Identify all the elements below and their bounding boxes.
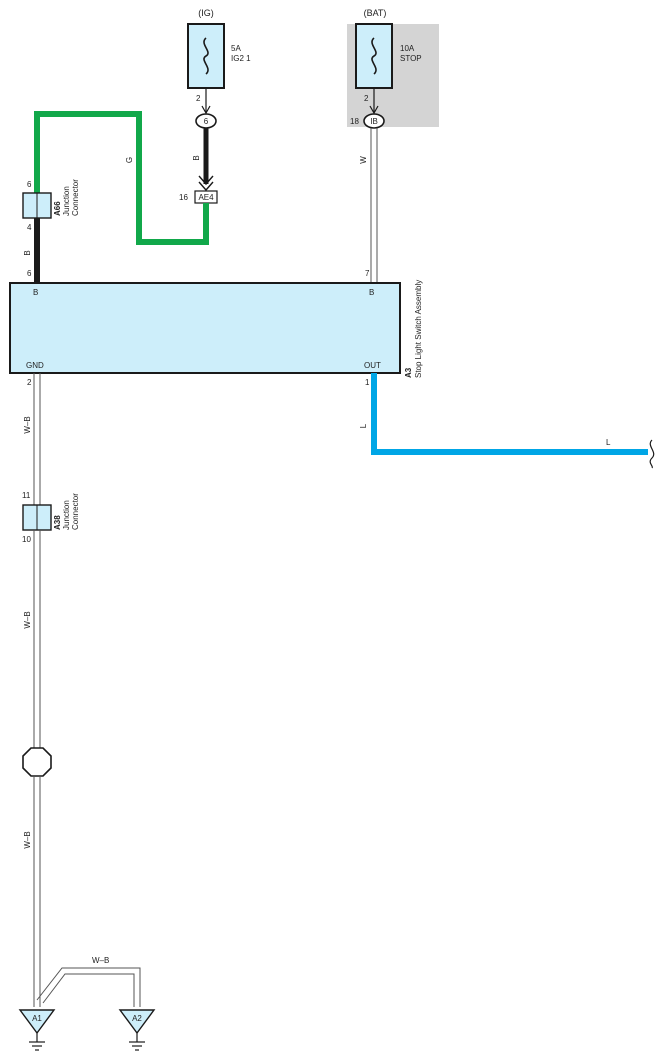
ground-a2-label: A2 [132,1014,142,1023]
a66-code: A66 [53,201,62,216]
a38-label-1: Junction [62,500,71,530]
ground-a2 [118,1009,156,1051]
fuse-ig2-1 [187,23,225,89]
fuse-ig-source: (IG) [198,8,214,18]
wire-wb-3-label: W–B [23,831,32,848]
connector-6-label: 6 [204,117,209,126]
a38-code: A38 [53,515,62,530]
connector-ae4-pin: 16 [179,193,188,202]
fuse-bat-source: (BAT) [364,8,387,18]
fuse-stop-rating: 10A [400,44,415,53]
wire-wb-2 [33,530,41,748]
wire-w [370,128,378,283]
a38-label-2: Connector [71,493,80,530]
wire-wb-1 [33,373,41,505]
wire-g-label: G [125,157,134,163]
a3-name: Stop Light Switch Assembly [414,280,423,378]
a38-pin-top: 11 [22,491,31,500]
a3-pin-gnd: 2 [27,378,32,387]
a3-code: A3 [404,367,413,378]
a3-term-gnd: GND [26,361,44,370]
wire-g [34,111,209,245]
fuse-ig-rating: 5A [231,44,241,53]
a66-label-2: Connector [71,179,80,216]
connector-ae4-label: AE4 [198,193,214,202]
a3-term-out: OUT [364,361,381,370]
wire-l-continuation [649,439,655,469]
wire-wb-1-label: W–B [23,416,32,433]
wire-w-label: W [359,156,368,164]
ground-a1-label: A1 [32,1014,42,1023]
wire-wb-2-label: W–B [23,611,32,628]
a38-pin-bottom: 10 [22,535,31,544]
connector-ib-label: IB [370,117,378,126]
wire-l-vert-label: L [359,423,368,428]
connector-ib-pin: 18 [350,117,359,126]
fuse-stop [355,23,393,89]
a66-pin-top: 6 [27,180,32,189]
fuse-stop-pin: 2 [364,94,369,103]
wire-wb-3 [33,776,41,1007]
wire-b-label-ig: B [192,155,201,160]
a3-term-b-left: B [33,288,38,297]
wire-wb-4-label: W–B [92,956,109,965]
wire-b-a66-label: B [23,250,32,255]
stop-light-switch-assembly [9,282,401,374]
splice-point [22,747,52,777]
fuse-ig-name: IG2 1 [231,54,251,63]
wire-l-horiz-label: L [606,438,611,447]
a3-pin-b-right: 7 [365,269,370,278]
ground-a1 [18,1009,56,1051]
a3-pin-out: 1 [365,378,370,387]
a3-term-b-right: B [369,288,374,297]
a66-pin-bottom: 4 [27,223,32,232]
a66-label-1: Junction [62,186,71,216]
wire-wb-4 [36,967,141,1007]
connector-ib-oval [363,113,385,129]
wire-l [371,373,648,455]
a3-pin-b-left: 6 [27,269,32,278]
fuse-ig-pin: 2 [196,94,201,103]
fuse-stop-name: STOP [400,54,422,63]
